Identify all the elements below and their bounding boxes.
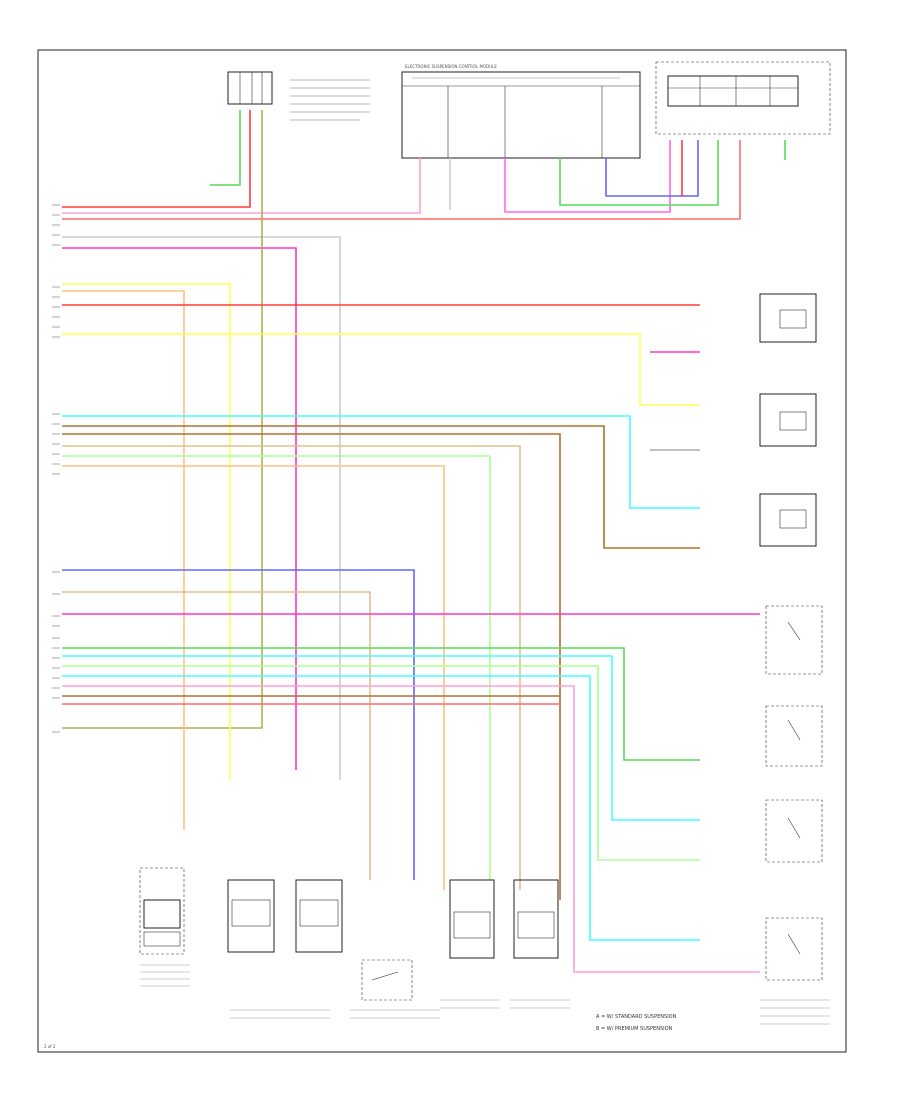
- legend: A = W/ STANDARD SUSPENSION B = W/ PREMIU…: [596, 1014, 677, 1032]
- legend-item-b: B = W/ PREMIUM SUSPENSION: [596, 1026, 673, 1032]
- illegible-annotations: [140, 964, 830, 1025]
- top-left-connector: [227, 71, 370, 121]
- page-tag: 2 of 2: [44, 1044, 56, 1049]
- instrument-cluster: [655, 61, 831, 135]
- diagram-frame: [37, 49, 847, 1053]
- legend-item-a: A = W/ STANDARD SUSPENSION: [596, 1014, 677, 1020]
- right-switch-blocks: [765, 605, 823, 981]
- right-heater-blocks: [759, 293, 817, 547]
- suspension-control-module: [401, 71, 641, 159]
- bottom-sensors: [139, 867, 559, 1001]
- wire-harness: [62, 110, 786, 973]
- left-pin-column: [52, 204, 60, 733]
- module-title: ELECTRONIC SUSPENSION CONTROL MODULE: [405, 64, 497, 69]
